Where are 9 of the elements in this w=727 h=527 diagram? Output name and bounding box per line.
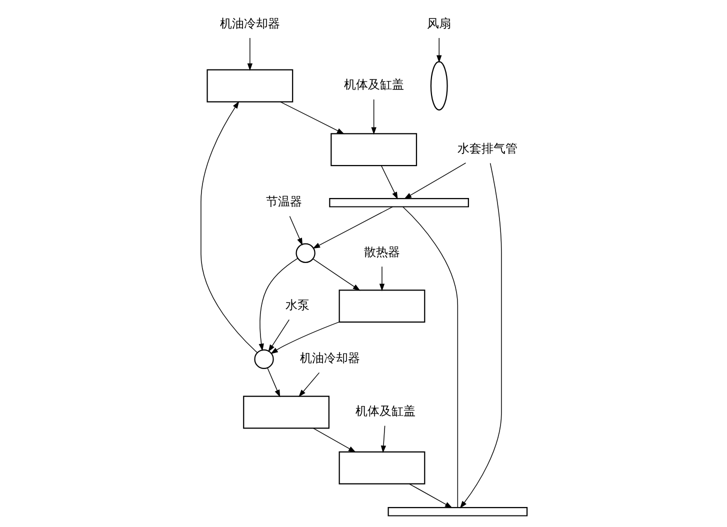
node-text: 水套排气管 xyxy=(456,141,517,156)
node-text: 机油冷却器 xyxy=(219,16,280,30)
node-text: 机油冷却器 xyxy=(300,351,360,366)
node-text: 机体及缸盖 xyxy=(343,78,404,92)
node-text: 节温器 xyxy=(266,194,302,208)
node-text: 机体及缸盖 xyxy=(355,404,416,418)
node-text: 水泵 xyxy=(284,298,309,312)
node-text: 散热器 xyxy=(363,244,400,259)
node-text: 风扇 xyxy=(426,16,451,30)
